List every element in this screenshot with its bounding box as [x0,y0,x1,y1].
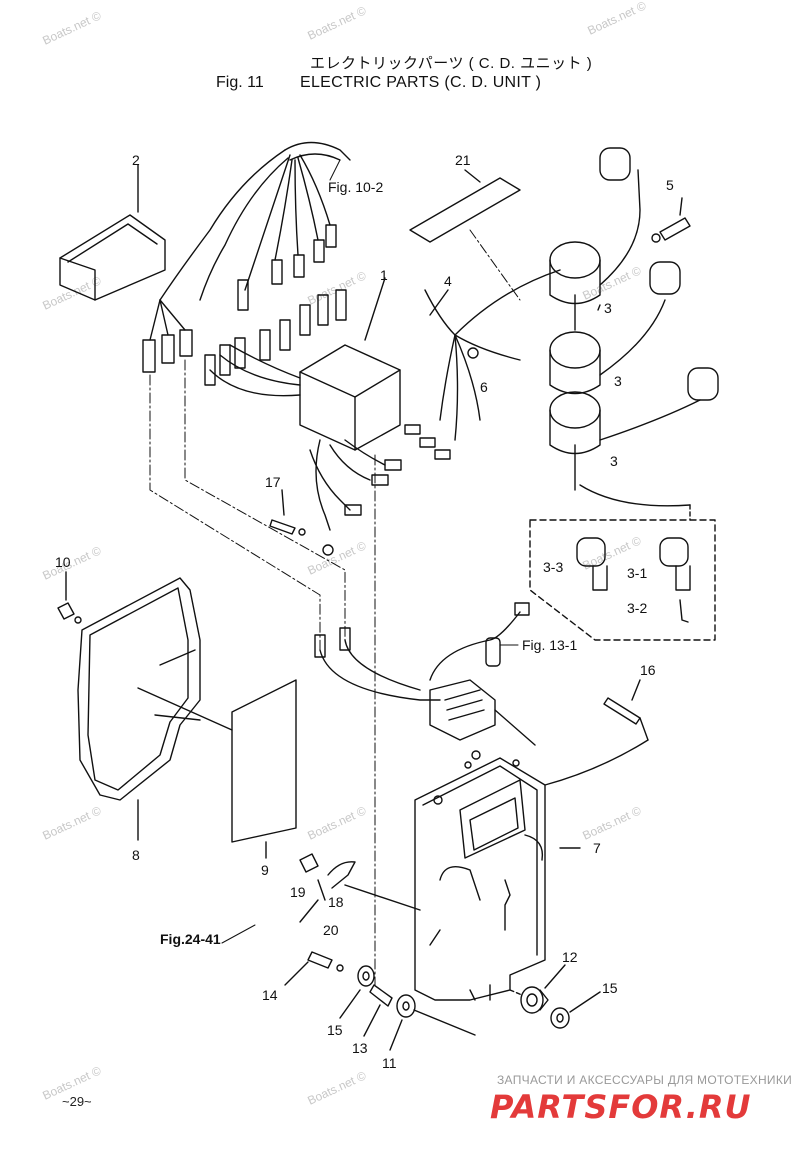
label-part-3: 3 [614,373,622,389]
ignition-coils-part-3 [549,147,719,507]
page-number: ~29~ [62,1094,92,1109]
label-part-13: 13 [352,1040,368,1056]
wire-harness [142,141,351,373]
cd-unit-part-1 [204,277,402,531]
bolt-part-17 [269,489,334,556]
guide-lines [149,229,521,986]
decal-part-21 [409,169,521,243]
watermark: Boats.net © [585,0,648,38]
watermark: Boats.net © [40,543,103,582]
label-part-3-2: 3-2 [627,600,647,616]
brand-tagline: ЗАПЧАСТИ И АКСЕССУАРЫ ДЛЯ МОТОТЕХНИКИ [497,1073,793,1087]
grommet-washer-12-15 [509,964,601,1029]
watermark: Boats.net © [305,1068,368,1107]
watermark: Boats.net © [580,263,643,302]
label-part-7: 7 [593,840,601,856]
label-part-5: 5 [666,177,674,193]
label-part-8: 8 [132,847,140,863]
regulator-wiring [314,602,536,760]
label-part-11: 11 [382,1055,397,1071]
lead-wires-part-4 [404,269,561,460]
watermark: Boats.net © [305,538,368,577]
ground-parts-18-19-20 [299,853,441,946]
leader-lines [221,159,519,944]
label-part-4: 4 [444,273,452,289]
label-part-21: 21 [455,152,471,168]
label-part-6: 6 [480,379,488,395]
label-part-3-1: 3-1 [627,565,647,581]
title-japanese: エレクトリックパーツ ( C. D. ユニット ) [310,55,593,72]
label-part-3: 3 [604,300,612,316]
watermark: Boats.net © [305,268,368,307]
mounting-hardware-14-15-13-11 [284,951,476,1051]
base-plate-part-7 [414,757,581,1001]
label-part-1: 1 [380,267,388,283]
watermark: Boats.net © [40,803,103,842]
title-english: ELECTRIC PARTS (C. D. UNIT ) [300,74,542,91]
ref-fig-24-41: Fig.24-41 [160,931,221,947]
label-part-3: 3 [610,453,618,469]
label-part-12: 12 [562,949,578,965]
bolt-part-5 [651,197,691,243]
label-part-2: 2 [132,152,140,168]
label-part-16: 16 [640,662,656,678]
label-part-20: 20 [323,922,339,938]
label-part-9: 9 [261,862,269,878]
label-part-10: 10 [55,554,71,570]
fuse-part-16 [544,679,649,786]
cover-part-8 [77,577,201,841]
watermark: Boats.net © [305,3,368,42]
label-part-14: 14 [262,987,278,1003]
label-part-18: 18 [328,894,344,910]
ref-fig-10-2: Fig. 10-2 [328,179,383,195]
watermark: Boats.net © [305,803,368,842]
figure-number: Fig. 11 [216,74,264,91]
bracket-plate-part-2 [59,164,166,301]
watermark: Boats.net © [580,803,643,842]
watermark: Boats.net © [40,8,103,47]
gasket-sheet-part-9 [137,679,297,859]
label-part-17: 17 [265,474,281,490]
brand-logo: PARTSFOR.RU [490,1088,752,1126]
plug-cap-detail-box [529,504,716,641]
watermark: Boats.net © [40,273,103,312]
label-part-15: 15 [602,980,618,996]
label-part-15: 15 [327,1022,343,1038]
label-part-3-3: 3-3 [543,559,563,575]
label-part-19: 19 [290,884,306,900]
ref-fig-13-1: Fig. 13-1 [522,637,577,653]
screw-part-10 [57,571,82,624]
